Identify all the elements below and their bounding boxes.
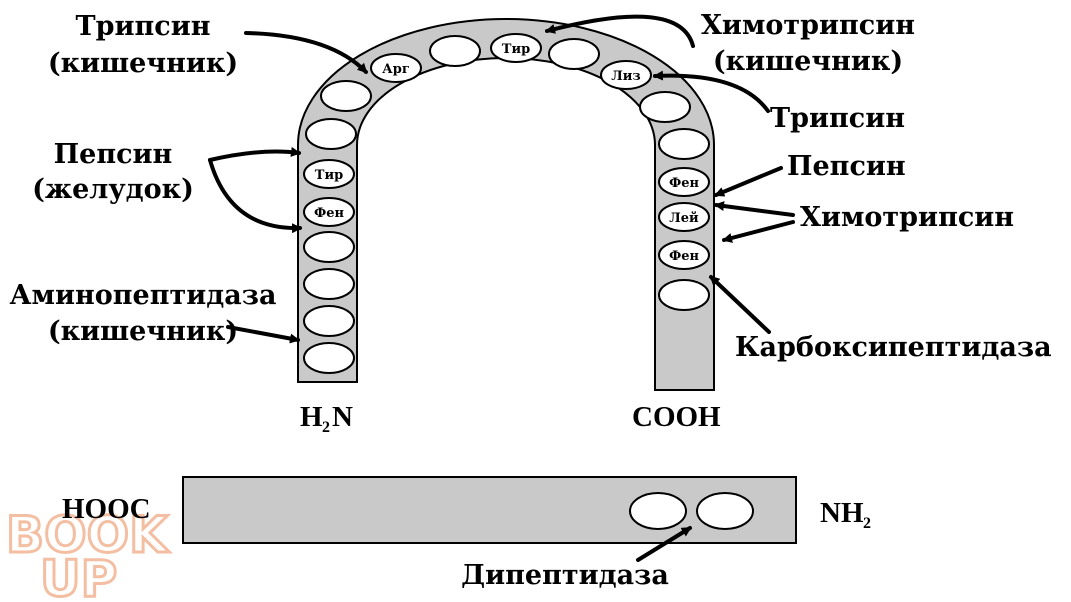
- arrow-carboxypeptidase: [709, 275, 771, 334]
- label-pepsin-left-2: (желудок): [32, 174, 194, 205]
- residue-arg-label: Арг: [382, 62, 410, 77]
- arrow-pepsin-right: [714, 166, 783, 197]
- label-chymotrypsin-top-1: Химотрипсин: [701, 10, 915, 41]
- residue-oval: [303, 342, 355, 374]
- label-chymotrypsin-top-2: (кишечник): [713, 46, 903, 77]
- residue-phe-right1-label: Фен: [669, 176, 700, 191]
- residue-oval: [658, 128, 710, 160]
- hooc-terminus: HOOC: [62, 493, 151, 525]
- residue-oval: [303, 268, 355, 300]
- top-residues: Арг Тир Лиз: [370, 33, 652, 90]
- arrow-chymotrypsin-top: [545, 14, 695, 48]
- dipeptide-chain: [182, 476, 797, 544]
- arrow-chymotrypsin-right-2: [722, 220, 795, 243]
- residue-leu: [658, 202, 710, 232]
- residue-oval: [303, 305, 355, 337]
- arrow-pepsin-left-1: [208, 146, 301, 162]
- nh2-terminus: NH 2: [820, 497, 871, 532]
- residue-oval: [303, 231, 355, 263]
- label-trypsin-top-1: Трипсин: [76, 11, 211, 42]
- arrow-aminopeptidase: [226, 325, 300, 344]
- residue-lys: [600, 60, 652, 90]
- h2n-subscript: 2: [322, 419, 330, 436]
- cleavage-arrows: [208, 14, 795, 562]
- watermark-line1: BOOK: [6, 506, 170, 564]
- label-trypsin-top-2: (кишечник): [48, 48, 238, 79]
- label-pepsin-right: Пепсин: [787, 151, 906, 182]
- label-trypsin-right: Трипсин: [770, 103, 905, 134]
- arrow-chymotrypsin-right-1: [714, 201, 795, 217]
- residue-oval: [629, 492, 687, 530]
- residue-phe-right1: [658, 167, 710, 197]
- residue-oval: [548, 38, 600, 70]
- cooh-terminus: COOH: [632, 401, 721, 433]
- left-residues: Фен Тир: [303, 80, 372, 374]
- residue-lys-label: Лиз: [611, 69, 640, 84]
- h2n-terminus: H 2 N: [300, 401, 353, 436]
- right-residues: Фен Лей Фен: [639, 91, 710, 311]
- label-pepsin-left-1: Пепсин: [54, 139, 173, 170]
- h2n-h: H: [300, 401, 323, 433]
- watermark-line2: UP: [40, 550, 117, 602]
- residue-tyr-left-label: Тир: [315, 168, 343, 183]
- residue-oval: [429, 35, 481, 67]
- arrow-dipeptidase: [636, 526, 692, 562]
- residue-tyr-top: [490, 33, 542, 63]
- residue-phe-left-label: Фен: [314, 206, 345, 221]
- label-carboxypeptidase: Карбоксипептидаза: [735, 332, 1052, 363]
- residue-oval: [320, 80, 372, 112]
- label-chymotrypsin-right: Химотрипсин: [800, 202, 1014, 233]
- nh2-subscript: 2: [863, 515, 871, 532]
- residue-phe-right2-label: Фен: [669, 249, 700, 264]
- residue-tyr-top-label: Тир: [502, 42, 530, 57]
- residue-arg: [370, 53, 422, 83]
- label-aminopeptidase-1: Аминопептидаза: [10, 280, 277, 311]
- residue-oval: [658, 279, 710, 311]
- arrow-trypsin-right: [653, 70, 770, 113]
- residue-tyr-left: [303, 159, 355, 189]
- residue-phe-right2: [658, 240, 710, 270]
- arrow-trypsin-top: [244, 31, 368, 74]
- residue-leu-label: Лей: [669, 211, 699, 226]
- arrow-pepsin-left-2: [208, 158, 302, 234]
- h2n-n: N: [332, 401, 353, 433]
- label-dipeptidase: Дипептидаза: [461, 560, 669, 591]
- residue-oval: [305, 118, 357, 150]
- nh2-nh: NH: [820, 497, 864, 529]
- residue-oval: [639, 91, 691, 123]
- residue-oval: [696, 492, 754, 530]
- label-aminopeptidase-2: (кишечник): [48, 316, 238, 347]
- bookup-watermark: BOOK UP: [5, 505, 172, 602]
- residue-phe-left: [303, 197, 355, 227]
